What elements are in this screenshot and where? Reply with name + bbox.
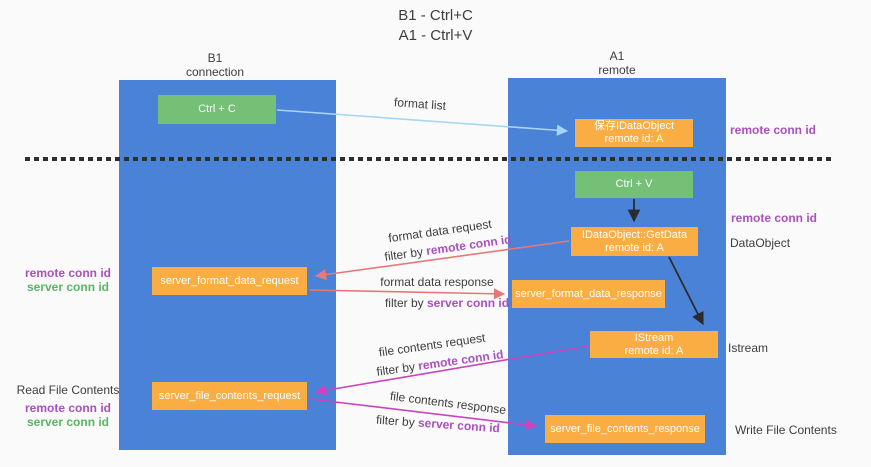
format-list-arrow [276, 109, 569, 136]
server-conn-id-text: server conn id [426, 296, 510, 310]
istream-line1: IStream [634, 331, 674, 344]
ctrl-v-box: Ctrl + V [575, 171, 693, 198]
server-format-data-request-label: server_format_data_request [160, 274, 299, 287]
server-file-contents-request-label: server_file_contents_request [158, 389, 301, 402]
idataobject-getdata-box: IDataObject::GetData remote id: A [571, 227, 698, 256]
getdata-line2: remote id: A [605, 241, 664, 254]
left-column-subtitle: connection [185, 65, 245, 79]
istream-line2: remote id: A [624, 344, 684, 357]
right-column-name: A1 [609, 49, 625, 63]
filter-by-text: filter by [384, 296, 427, 310]
ctrl-c-label: Ctrl + C [198, 103, 236, 115]
title-line-2: A1 - Ctrl+V [398, 27, 473, 44]
server-file-contents-response-label: server_file_contents_response [550, 422, 700, 435]
remote-conn-id-text: remote conn id [24, 266, 111, 280]
title-line-1: B1 - Ctrl+C [398, 7, 473, 24]
server-file-contents-response-box: server_file_contents_response [545, 415, 705, 443]
remote-conn-id-annotation-top: remote conn id [730, 123, 817, 137]
left-column-header: B1 connection [120, 51, 310, 79]
server-file-contents-request-box: server_file_contents_request [152, 382, 307, 410]
server-conn-id-text: server conn id [26, 280, 110, 294]
right-column-header: A1 remote [522, 49, 712, 77]
remote-conn-id-annotation-mid: remote conn id [731, 211, 818, 225]
getdata-line1: IDataObject::GetData [581, 228, 688, 241]
server-conn-id-text: server conn id [26, 415, 110, 429]
save-idataobject-box: 保存IDataObject remote id: A [575, 119, 693, 147]
read-file-contents-text: Read File Contents [16, 383, 120, 397]
server-format-data-response-box: server_format_data_response [512, 280, 665, 308]
left-column-name: B1 [207, 51, 223, 65]
filter-by-text: filter by [375, 412, 419, 430]
dataobject-annotation: DataObject [730, 236, 791, 250]
save-idataobject-line1: 保存IDataObject [593, 120, 675, 132]
getdata-to-istream-arrow [668, 256, 704, 326]
save-idataobject-line2: remote id: A [604, 133, 664, 145]
ctrl-v-label: Ctrl + V [615, 178, 653, 190]
diagram-title: B1 - Ctrl+C A1 - Ctrl+V [0, 6, 871, 46]
ctrl-c-box: Ctrl + C [158, 95, 276, 124]
file-contents-request-arrow [314, 345, 589, 396]
read-file-contents-annotation: Read File Contents remote conn id server… [14, 383, 122, 429]
right-column-subtitle: remote [598, 63, 636, 77]
istream-annotation: Istream [728, 341, 769, 355]
write-file-contents-annotation: Write File Contents [735, 423, 837, 437]
dashed-divider-line [25, 157, 832, 161]
server-format-data-request-box: server_format_data_request [152, 267, 307, 295]
format-data-response-filter-label: filter by server conn id [385, 296, 509, 310]
file-contents-response-arrow [309, 398, 538, 431]
format-data-request-arrow [314, 240, 570, 281]
format-data-response-label: format data response [380, 275, 494, 289]
format-data-response-arrow [309, 288, 506, 300]
left-conn-ids-annotation: remote conn id server conn id [18, 266, 118, 294]
server-format-data-response-label: server_format_data_response [515, 287, 662, 300]
istream-box: IStream remote id: A [590, 331, 718, 358]
remote-conn-id-text: remote conn id [24, 401, 111, 415]
